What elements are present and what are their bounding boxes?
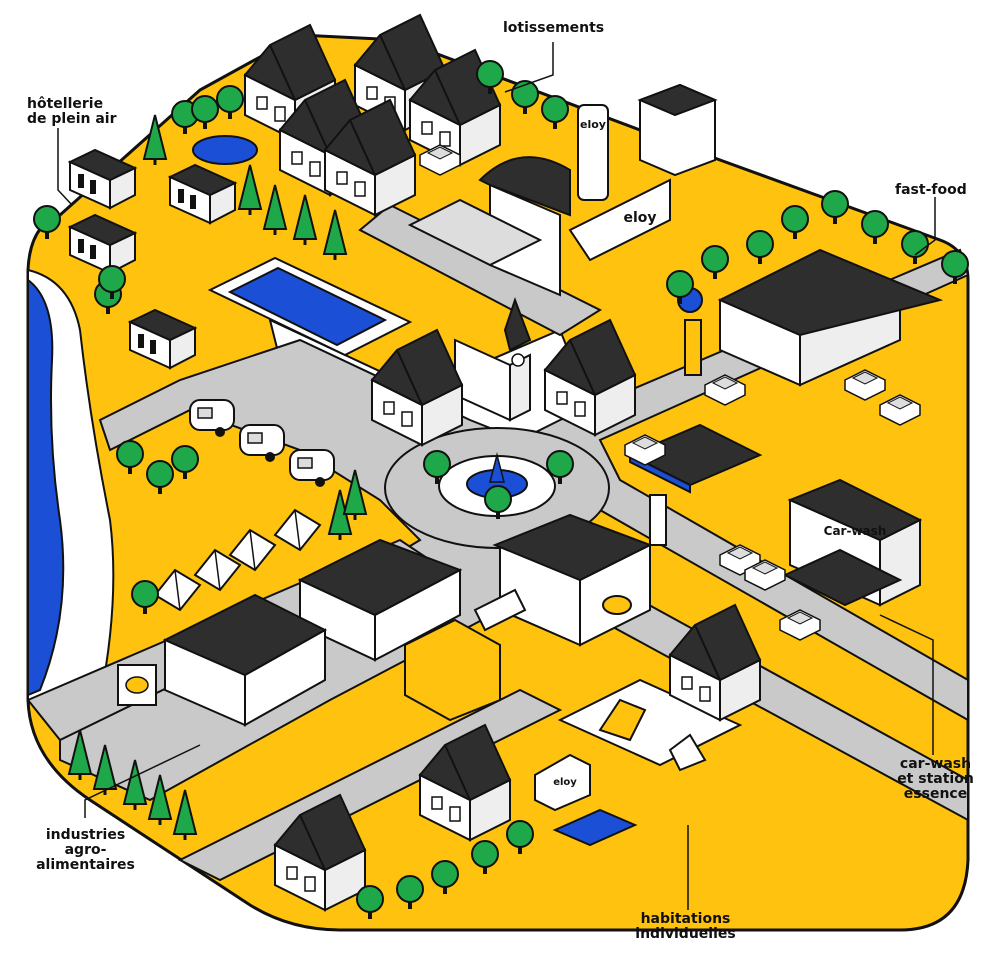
- hotel-pool: [207, 256, 413, 357]
- carwash-building: Car-wash: [782, 478, 923, 607]
- label-habitations: habitations individuelles: [628, 912, 743, 942]
- trucks: eloy: [404, 588, 591, 812]
- eloy-factory: eloy eloy: [407, 83, 718, 297]
- label-habitations-line2: individuelles: [635, 926, 736, 942]
- label-hotellerie: hôtellerie de plein air: [27, 97, 117, 127]
- label-lotissements: lotissements: [503, 21, 604, 36]
- label-hotellerie-line1: hôtellerie: [27, 96, 104, 112]
- label-fast-food-text: fast-food: [895, 182, 967, 198]
- silo-logo: eloy: [580, 118, 606, 131]
- church: [454, 297, 532, 422]
- label-industries-line3: alimentaires: [36, 857, 135, 873]
- industrial-hall: [117, 593, 328, 727]
- van-logo: eloy: [553, 777, 577, 788]
- label-industries-line2: agro-: [64, 842, 107, 858]
- label-lotissements-text: lotissements: [503, 20, 605, 36]
- label-habitations-line1: habitations: [640, 911, 731, 927]
- roundabout: [384, 427, 610, 549]
- label-industries: industries agro- alimentaires: [33, 828, 138, 873]
- label-carwash-line3: essence: [903, 786, 968, 802]
- label-industries-line1: industries: [45, 827, 126, 843]
- carwash-sign: Car-wash: [824, 524, 887, 538]
- callout-lines: [57, 42, 936, 910]
- house-pool: [552, 808, 638, 847]
- lake: [27, 278, 65, 697]
- gas-station: [627, 423, 763, 546]
- label-fast-food: fast-food: [895, 183, 967, 198]
- construction-site: [557, 678, 743, 772]
- poultry-building: [492, 513, 653, 647]
- warehouse: [297, 538, 463, 662]
- label-carwash-line2: et station: [897, 771, 974, 787]
- pond: [192, 135, 258, 165]
- label-carwash-line1: car-wash: [899, 756, 972, 772]
- truck-logo: eloy: [623, 210, 656, 226]
- label-hotellerie-line2: de plein air: [27, 111, 117, 127]
- label-carwash: car-wash et station essence: [888, 757, 983, 802]
